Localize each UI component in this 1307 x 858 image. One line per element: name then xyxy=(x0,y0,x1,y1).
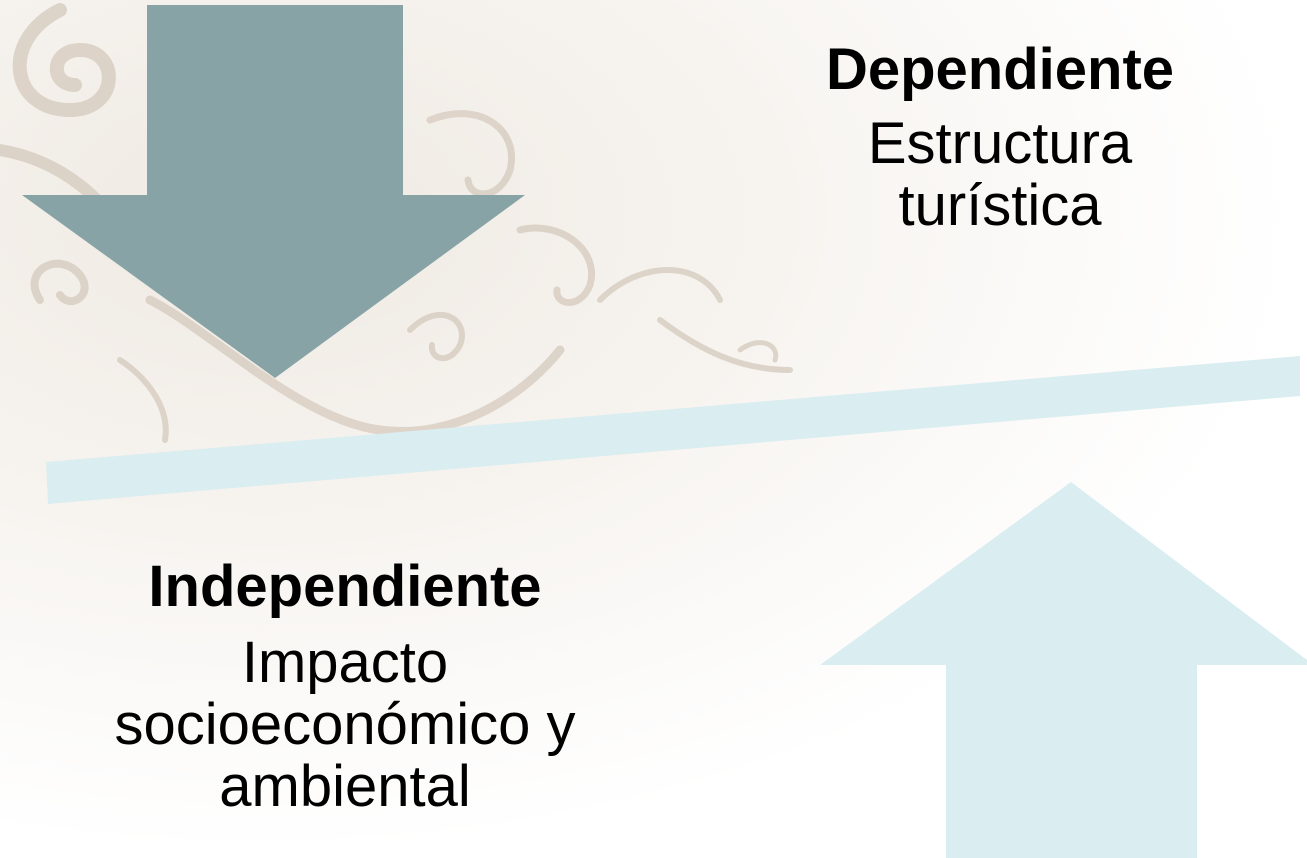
independent-text-line-2: socioeconómico y xyxy=(114,692,576,757)
arrow-up-icon xyxy=(820,482,1307,858)
dependent-variable-label: Dependiente Estructura turística xyxy=(770,35,1230,237)
independent-variable-label: Independiente Impacto socioeconómico y a… xyxy=(40,552,650,818)
independent-text-line-3: ambiental xyxy=(219,754,471,819)
dependent-text-line-1: Estructura xyxy=(867,111,1133,176)
down-arrow-shape xyxy=(22,5,525,378)
dependent-text-line-2: turística xyxy=(898,173,1102,238)
up-arrow-shape xyxy=(820,482,1307,858)
independent-heading: Independiente xyxy=(148,554,542,619)
arrow-down-icon xyxy=(22,5,525,378)
independent-text-line-1: Impacto xyxy=(241,630,449,695)
dependent-heading: Dependiente xyxy=(825,37,1175,102)
divider-line-shape xyxy=(46,356,1300,504)
divider-bar xyxy=(46,356,1300,504)
